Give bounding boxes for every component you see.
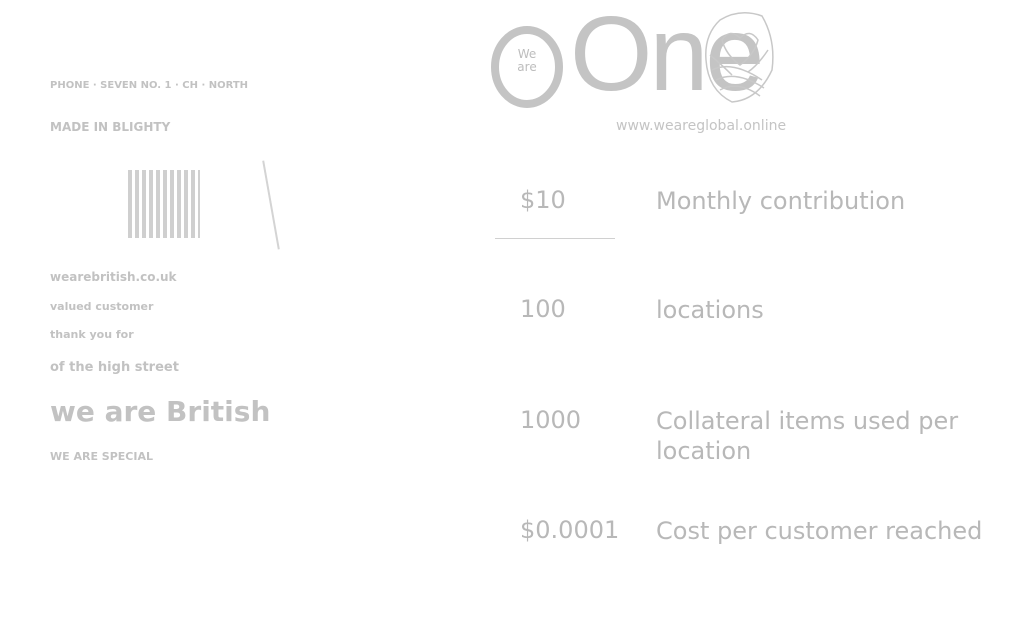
logo-inner-text: We are bbox=[517, 47, 537, 74]
packaging-text: of the high street bbox=[50, 360, 179, 375]
packaging-text: valued customer bbox=[50, 300, 154, 313]
fingerprint-heart-icon bbox=[705, 12, 774, 103]
packaging-text: MADE IN BLIGHTY bbox=[50, 120, 171, 134]
stat-value: 100 bbox=[520, 295, 566, 323]
qr-code bbox=[128, 170, 200, 238]
logo-o-ring bbox=[491, 26, 563, 108]
product-packaging-image: PHONE · SEVEN NO. 1 · CH · NORTH MADE IN… bbox=[30, 50, 350, 510]
packaging-line bbox=[262, 160, 280, 250]
stat-value: $10 bbox=[520, 186, 566, 214]
stat-label: Monthly contribution bbox=[656, 187, 906, 215]
packaging-text: we are British bbox=[50, 395, 271, 428]
packaging-text: WE ARE SPECIAL bbox=[50, 450, 153, 463]
we-are-one-logo: We are One bbox=[490, 0, 780, 113]
stat-value: $0.0001 bbox=[520, 516, 620, 544]
stat-value: 1000 bbox=[520, 406, 582, 434]
packaging-text: PHONE · SEVEN NO. 1 · CH · NORTH bbox=[50, 80, 249, 91]
stat-label: Cost per customer reached bbox=[656, 517, 983, 545]
divider bbox=[495, 238, 615, 239]
packaging-text: thank you for bbox=[50, 328, 134, 341]
packaging-text: wearebritish.co.uk bbox=[50, 270, 177, 284]
tagline-url: www.weareglobal.online bbox=[616, 118, 787, 134]
stat-label: Collateral items used per location bbox=[656, 407, 959, 465]
logo-word: One bbox=[570, 0, 764, 113]
stat-label: locations bbox=[656, 296, 764, 324]
